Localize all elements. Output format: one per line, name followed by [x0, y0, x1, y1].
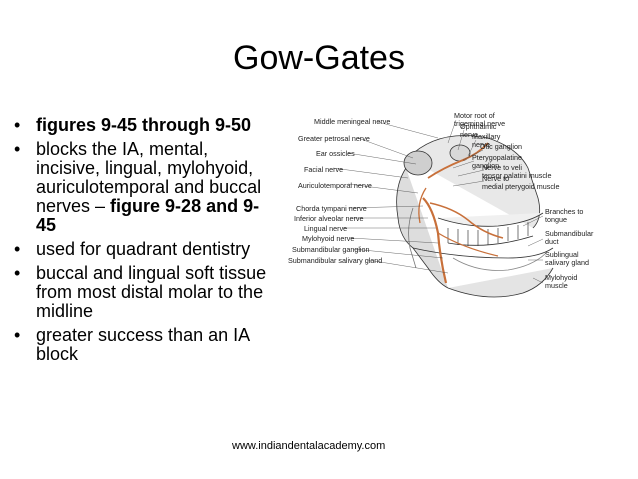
figure-label: Ear ossicles	[316, 149, 355, 158]
bullet-text: buccal and lingual soft tissue from most…	[36, 263, 267, 321]
bullet-dot: •	[14, 115, 21, 135]
figure-label: Facial nerve	[304, 165, 343, 174]
bullet-list: • figures 9-45 through 9-50 • blocks the…	[12, 116, 274, 369]
bullet-item: • buccal and lingual soft tissue from mo…	[12, 264, 274, 321]
figure-label: Otic ganglion	[480, 142, 522, 151]
figure-label: Greater petrosal nerve	[298, 134, 370, 143]
bullet-item: • blocks the IA, mental, incisive, lingu…	[12, 140, 274, 235]
bullet-item: • figures 9-45 through 9-50	[12, 116, 274, 135]
bullet-text: used for quadrant dentistry	[36, 239, 251, 259]
footer-url: www.indiandentalacademy.com	[232, 440, 386, 452]
figure-label: Chorda tympani nerve	[296, 204, 367, 213]
figure-label: Submandibular salivary gland	[288, 256, 382, 265]
figure-label: Auriculotemporal nerve	[298, 181, 372, 190]
bullet-dot: •	[14, 239, 21, 259]
label-leader-lines	[332, 119, 544, 284]
figure-label: Mylohyoid nerve	[302, 234, 354, 243]
bullet-dot: •	[14, 263, 21, 283]
slide-title: Gow-Gates	[233, 39, 405, 77]
bullet-dot: •	[14, 139, 21, 159]
figure-label: Middle meningeal nerve	[314, 117, 390, 126]
bullet-dot: •	[14, 325, 21, 345]
figure-label: Submandibular ganglion	[292, 245, 370, 254]
bullet-text: blocks the IA, mental, incisive, lingual…	[36, 139, 262, 216]
figure-labels-left: Middle meningeal nerve Greater petrosal …	[288, 117, 390, 265]
figure-label: Inferior alveolar nerve	[294, 214, 364, 223]
bullet-text: greater success than an IA block	[36, 325, 250, 364]
bullet-item: • greater success than an IA block	[12, 326, 274, 364]
nerve-anatomy-figure: Middle meningeal nerve Greater petrosal …	[288, 111, 594, 298]
bullet-text-bold: figure 9-28 and 9-45	[36, 196, 260, 235]
figure-label: Lingual nerve	[304, 224, 347, 233]
bullet-item: • used for quadrant dentistry	[12, 240, 274, 259]
bullet-text-bold: figures 9-45 through 9-50	[36, 115, 252, 135]
